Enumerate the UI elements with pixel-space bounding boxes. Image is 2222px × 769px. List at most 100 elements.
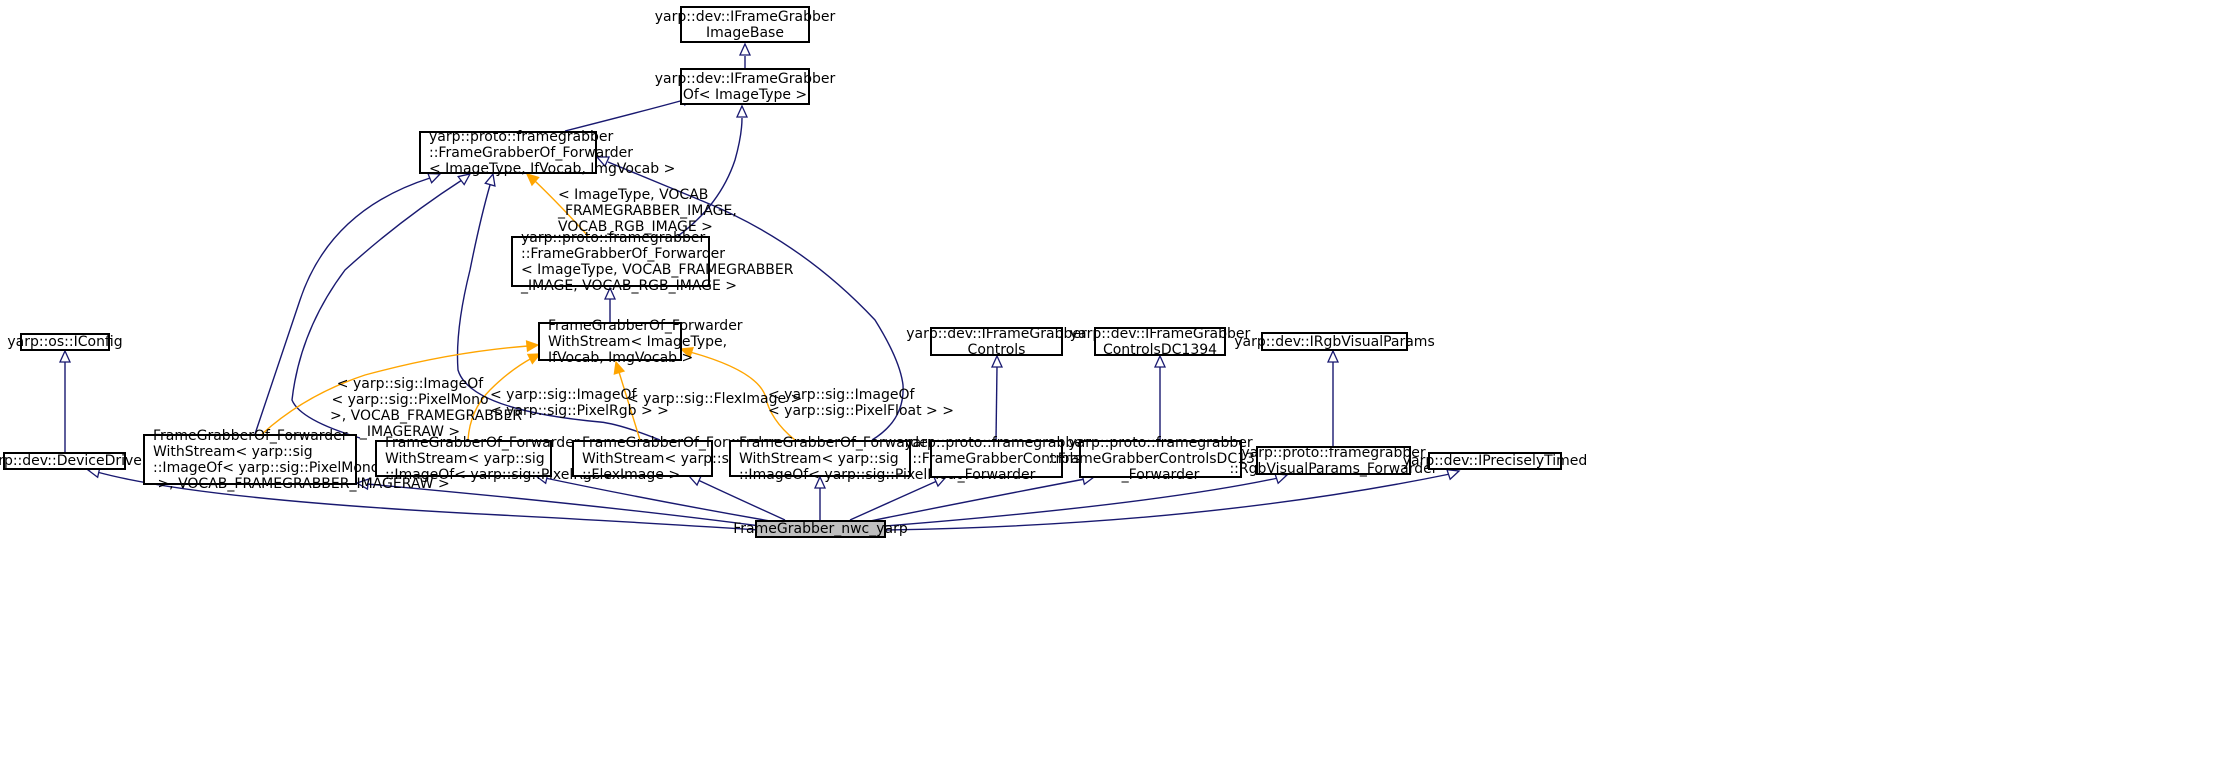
text-line: FrameGrabberOf_Forwarder [385,434,580,451]
edge-label-pixelrgb: < yarp::sig::ImageOf< yarp::sig::PixelRg… [490,387,669,419]
edge-flex-to-fwd [456,172,661,441]
text-line: WithStream< yarp::sig [385,450,545,467]
edge-protorgb-to-irgb [1326,349,1340,446]
edge-fwdspec-to-fwd [525,172,589,237]
text-line: yarp::dev::IFrameGrabber [654,8,836,25]
edge-focus-to-float [813,475,827,520]
node-framegrabberof-forwarder[interactable]: yarp::proto::framegrabber::FrameGrabberO… [419,129,675,177]
edge-focus-to-iprecisely [885,468,1461,531]
text-line: ImageBase [706,24,784,41]
edge-float-to-ws [679,346,796,441]
text-line: _Forwarder [1121,467,1200,483]
node-irgbvisualparams[interactable]: yarp::dev::IRgbVisualParams [1234,332,1435,351]
text-line: < yarp::sig::ImageOf [768,387,915,403]
node-framegrabberof-forwarder-vocab[interactable]: yarp::proto::framegrabber::FrameGrabberO… [511,230,793,294]
text-line: FrameGrabberOf_Forwarder [548,317,743,334]
text-line: ::FlexImage > [582,466,681,483]
text-line: ::ImageOf< yarp::sig::PixelMono [153,459,380,476]
text-line: _FRAMEGRABBER_IMAGE, [558,203,737,219]
text-line: FrameGrabberOf_Forwarder [582,434,777,451]
text-line: _IMAGE, VOCAB_RGB_IMAGE > [521,277,738,294]
text-line: yarp::dev::DeviceDriver [0,453,148,469]
text-line: IfVocab, ImgVocab > [548,349,694,366]
edge-mono-to-fwd [254,172,442,435]
text-line: ControlsDC1394 [1102,341,1218,358]
text-line: >, VOCAB_FRAMEGRABBER_IMAGERAW > [153,475,450,492]
edge-focus-to-protocontrols [849,476,948,521]
text-line: yarp::proto::framegrabber [1241,444,1426,461]
node-rgbvisualparams-forwarder[interactable]: yarp::proto::framegrabber::RgbVisualPara… [1229,445,1437,477]
edge-rgb-to-ws [467,353,542,441]
text-line: FrameGrabberOf_Forwarder [153,427,348,444]
text-line: ::FrameGrabberControlsDC1394 [1048,451,1273,467]
edge-ws-to-fwdspec [603,286,617,322]
text-line: ::FrameGrabberOf_Forwarder [429,144,633,161]
text-line: FrameGrabberOf_Forwarder [739,434,934,451]
node-yarp-dev-devicedriver[interactable]: yarp::dev::DeviceDriver [0,452,148,470]
node-yarp-os-iconfig[interactable]: yarp::os::IConfig [7,333,123,351]
text-line: WithStream< yarp::sig [739,450,899,467]
text-line: yarp::proto::framegrabber [904,435,1089,451]
text-line: < yarp::sig::PixelFloat > > [768,403,954,419]
text-line: < yarp::sig::PixelRgb > > [490,403,669,419]
node-framegrabbercontrols-forwarder[interactable]: yarp::proto::framegrabber::FrameGrabberC… [904,435,1088,483]
text-line: yarp::dev::IFrameGrabber [654,70,836,87]
text-line: _Forwarder [957,467,1036,483]
edge-fwdspec-to-fgof [677,104,749,237]
text-line: ::FrameGrabberControls [912,451,1081,467]
text-line: Of< ImageType > [682,86,808,103]
text-line: ::FrameGrabberOf_Forwarder [521,245,725,262]
edge-flex-to-ws [613,360,641,441]
text-line: FrameGrabber_nwc_yarp [733,521,908,537]
edge-protodc1394-to-ifgdc1394 [1153,354,1167,440]
text-line: WithStream< yarp::sig [582,450,742,467]
text-line: < yarp::sig::PixelMono [331,392,489,408]
text-line: ::RgbVisualParams_Forwarder [1229,460,1438,477]
text-line: yarp::proto::framegrabber [521,229,706,246]
text-line: yarp::proto::framegrabber [1068,435,1253,451]
node-framegrabbercontrolsdc1394-forwarder[interactable]: yarp::proto::framegrabber::FrameGrabberC… [1048,435,1272,483]
node-ipreciselytimed[interactable]: yarp::dev::IPreciselyTimed [1403,452,1587,470]
edge-fgof-to-imagebase [738,42,752,68]
text-line: yarp::proto::framegrabber [429,128,614,145]
text-line: Controls [967,341,1026,358]
text-line: VOCAB_RGB_IMAGE > [558,219,713,235]
edge-focus-to-flex [687,475,786,521]
text-line: yarp::os::IConfig [7,334,123,350]
edge-mono-to-ws [261,340,540,435]
text-line: < yarp::sig::ImageOf [490,387,637,403]
edge-label-pixelmono: < yarp::sig::ImageOf< yarp::sig::PixelMo… [330,376,523,440]
text-line: _IMAGERAW > [359,424,461,440]
edge-fwd-to-fgof [564,94,696,132]
node-framegrabber-nwc-yarp[interactable]: FrameGrabber_nwc_yarp [733,520,908,538]
edge-protocontrols-to-ifgcontrols [990,354,1004,441]
edge-label-vocab-framegrabber-image: < ImageType, VOCAB_FRAMEGRABBER_IMAGE,VO… [558,187,737,235]
text-line: yarp::dev::IRgbVisualParams [1234,333,1435,350]
text-line: yarp::dev::IFrameGrabber [906,325,1087,342]
edge-label-fleximage: < yarp::sig::FlexImage > [627,391,803,407]
text-line: >, VOCAB_FRAMEGRABBER [330,408,523,424]
edge-devicedriver-to-iconfig [58,349,72,452]
edge-label-pixelfloat: < yarp::sig::ImageOf< yarp::sig::PixelFl… [768,387,954,419]
text-line: yarp::dev::IPreciselyTimed [1402,453,1588,469]
text-line: WithStream< yarp::sig [153,443,313,460]
edge-focus-to-mono [355,478,761,527]
text-line: WithStream< ImageType, [548,333,728,350]
edge-rgb-to-fwd [291,173,472,439]
edge-float-to-fwd [595,156,904,441]
text-line: yarp::dev::IFrameGrabber [1069,325,1251,342]
text-line: < ImageType, VOCAB [558,187,709,203]
text-line: < yarp::sig::ImageOf [336,376,484,392]
text-line: < yarp::sig::FlexImage > [627,391,803,407]
text-line: < ImageType, IfVocab, ImgVocab > [429,160,676,177]
